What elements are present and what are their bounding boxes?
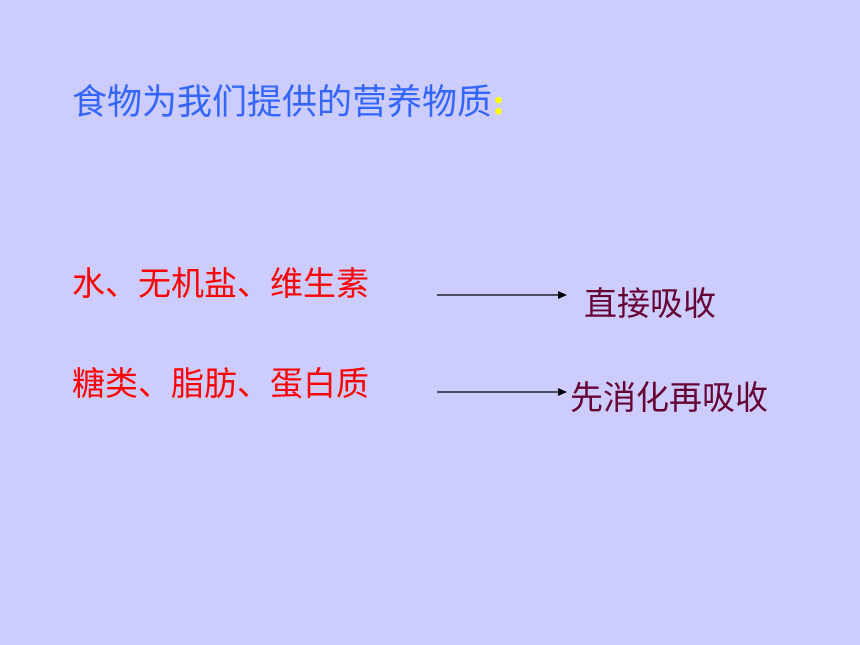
title-colon: : (492, 82, 505, 123)
arrow-right-icon (437, 388, 567, 396)
nutrient-group-direct: 水、无机盐、维生素 (72, 264, 369, 303)
slide-title: 食物为我们提供的营养物质: (72, 78, 505, 128)
nutrient-group-digest: 糖类、脂肪、蛋白质 (72, 364, 369, 403)
absorption-direct: 直接吸收 (584, 284, 716, 323)
title-text: 食物为我们提供的营养物质 (72, 83, 493, 123)
absorption-digest: 先消化再吸收 (570, 378, 768, 417)
arrow-right-icon (437, 291, 567, 299)
